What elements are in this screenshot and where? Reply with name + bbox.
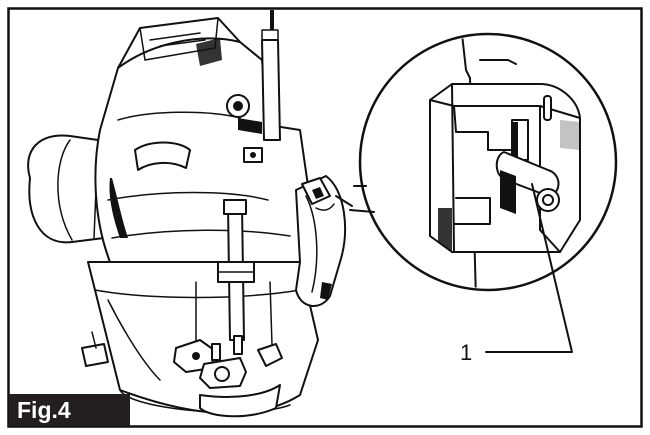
figure-label: Fig.4: [17, 397, 71, 423]
router-illustration: [27, 10, 353, 418]
right-handle-grip: [295, 175, 346, 307]
guide-rod: [261, 39, 281, 141]
router-base: [87, 261, 319, 415]
figure-label-box: [9, 394, 130, 426]
magnifier-connector-bottom: [349, 209, 375, 213]
callout-leader: [485, 183, 573, 353]
detail-magnifier: [349, 32, 618, 292]
callout-number: 1: [460, 340, 472, 365]
